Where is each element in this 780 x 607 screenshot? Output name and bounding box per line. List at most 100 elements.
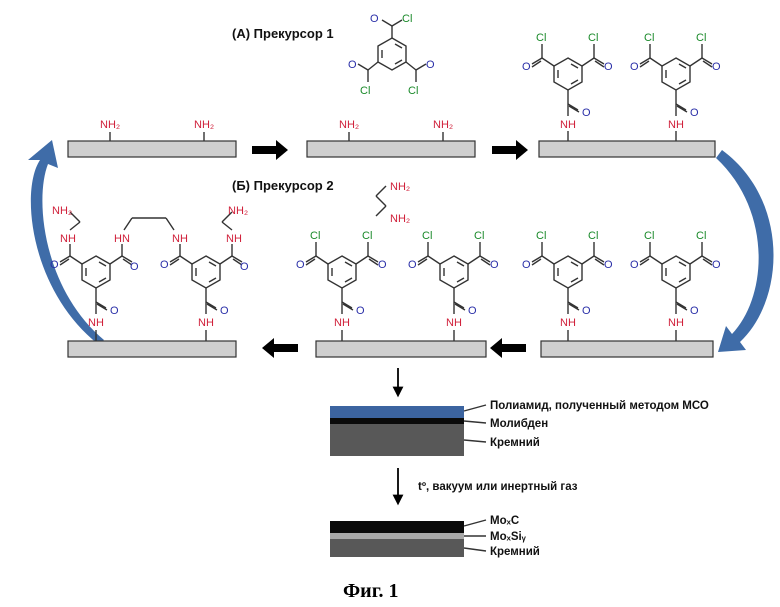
step-arrow-1: [252, 140, 288, 160]
atom-o: O: [408, 259, 417, 271]
atom-o: O: [522, 61, 531, 73]
atom-cl: Cl: [696, 32, 706, 44]
amine-group: NH₂: [194, 119, 214, 131]
atom-o: O: [370, 13, 379, 25]
polyamide-label: Полиамид, полученный методом МСО: [490, 400, 709, 412]
atom-cl: Cl: [588, 230, 598, 242]
layer-stack-1: Полиамид, полученный методом МСО Молибде…: [330, 400, 709, 456]
amide-nh: NH: [172, 233, 188, 245]
atom-o: O: [426, 59, 435, 71]
substrate-5: [316, 341, 486, 357]
amine-group: NH₂: [52, 205, 72, 217]
molybdenum-layer: [330, 418, 464, 424]
amine-group: NH₂: [100, 119, 120, 131]
precursor2-label: (Б) Прекурсор 2: [232, 178, 334, 193]
atom-o: O: [348, 59, 357, 71]
amide-hn: HN: [114, 233, 130, 245]
acyl-molecule: O O O Cl Cl NH: [630, 32, 721, 141]
figure-caption: Фиг. 1: [343, 580, 399, 602]
atom-o: O: [296, 259, 305, 271]
step-arrow-2: [492, 140, 528, 160]
atom-o: O: [490, 259, 499, 271]
precursor1-label: (A) Прекурсор 1: [232, 26, 334, 41]
atom-cl: Cl: [644, 230, 654, 242]
step-arrow-4: [262, 338, 298, 358]
silicon-label: Кремний: [490, 437, 540, 449]
moxsiy-layer: [330, 533, 464, 539]
atom-cl: Cl: [588, 32, 598, 44]
amide-nh: NH: [226, 233, 242, 245]
atom-o: O: [630, 61, 639, 73]
moxc-label: MoₓC: [490, 515, 519, 527]
atom-o: O: [522, 259, 531, 271]
precursor2-molecule: NH₂ NH₂: [376, 181, 410, 225]
substrate-6: [68, 341, 236, 357]
atom-o: O: [130, 261, 139, 273]
substrate-3: [539, 141, 715, 157]
atom-cl: Cl: [474, 230, 484, 242]
amine-group: NH₂: [339, 119, 359, 131]
amide-nh: NH: [198, 317, 214, 329]
layer-stack-2: MoₓC MoₓSiᵧ Кремний: [330, 515, 540, 558]
atom-cl: Cl: [310, 230, 320, 242]
amide-nh: NH: [334, 317, 350, 329]
substrate-2: [307, 141, 475, 157]
amide-nh: NH: [88, 317, 104, 329]
atom-cl: Cl: [408, 85, 418, 97]
amine-group: NH₂: [390, 181, 410, 193]
acyl-molecule: O O O Cl Cl NH: [408, 230, 499, 341]
atom-o: O: [712, 259, 721, 271]
atom-o: O: [220, 305, 229, 317]
atom-o: O: [690, 305, 699, 317]
acyl-molecule: O O O Cl Cl NH: [296, 230, 387, 341]
atom-o: O: [356, 305, 365, 317]
silicon-layer: [330, 424, 464, 456]
atom-cl: Cl: [536, 32, 546, 44]
amide-nh: NH: [668, 119, 684, 131]
atom-cl: Cl: [536, 230, 546, 242]
atom-cl: Cl: [360, 85, 370, 97]
atom-cl: Cl: [644, 32, 654, 44]
amide-nh: NH: [60, 233, 76, 245]
moxsiy-label: MoₓSiᵧ: [490, 531, 527, 543]
atom-o: O: [712, 61, 721, 73]
atom-o: O: [582, 107, 591, 119]
process-conditions-label: tº, вакуум или инертный газ: [418, 481, 578, 493]
moxc-layer: [330, 521, 464, 533]
atom-o: O: [378, 259, 387, 271]
substrate-1: [68, 141, 236, 157]
acyl-molecule: O O O Cl Cl NH: [522, 230, 613, 341]
atom-o: O: [582, 305, 591, 317]
silicon-label: Кремний: [490, 546, 540, 558]
substrate-4: [541, 341, 713, 357]
acyl-molecule: O O O Cl Cl NH: [522, 32, 613, 141]
atom-cl: Cl: [402, 13, 412, 25]
amide-nh: NH: [560, 119, 576, 131]
amide-nh: NH: [560, 317, 576, 329]
atom-o: O: [690, 107, 699, 119]
atom-cl: Cl: [422, 230, 432, 242]
amide-nh: NH: [446, 317, 462, 329]
amide-nh: NH: [668, 317, 684, 329]
atom-cl: Cl: [696, 230, 706, 242]
amine-group: NH₂: [433, 119, 453, 131]
molybdenum-label: Молибден: [490, 418, 548, 430]
atom-o: O: [160, 259, 169, 271]
polyamide-layer: [330, 406, 464, 418]
acyl-molecule: O O O Cl Cl NH: [630, 230, 721, 341]
atom-o: O: [50, 259, 59, 271]
atom-o: O: [240, 261, 249, 273]
silicon-layer: [330, 539, 464, 557]
step-arrow-3: [490, 338, 526, 358]
cycle-arrow-right: [716, 150, 774, 352]
atom-o: O: [468, 305, 477, 317]
amine-group: NH₂: [390, 213, 410, 225]
atom-o: O: [604, 61, 613, 73]
precursor1-molecule: O Cl O Cl O Cl: [348, 13, 435, 97]
atom-o: O: [630, 259, 639, 271]
amine-group: NH₂: [228, 205, 248, 217]
atom-o: O: [604, 259, 613, 271]
atom-o: O: [110, 305, 119, 317]
atom-cl: Cl: [362, 230, 372, 242]
